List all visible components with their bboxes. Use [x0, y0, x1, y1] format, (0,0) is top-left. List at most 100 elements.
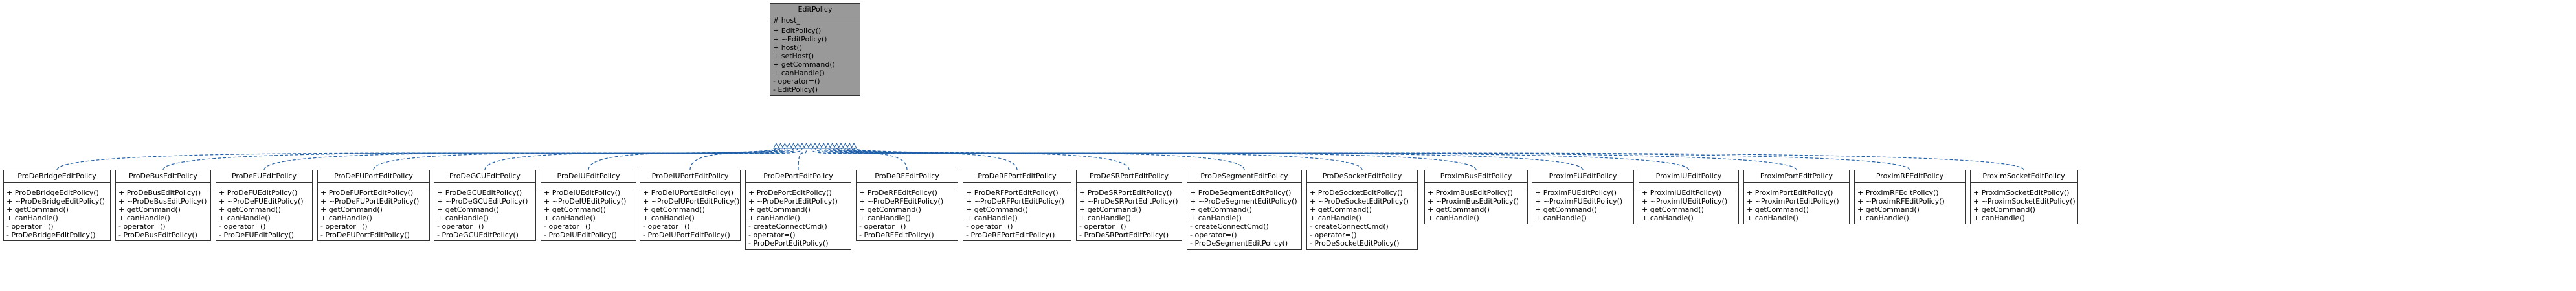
inheritance-arrowhead	[833, 142, 840, 149]
operation: + getCommand()	[544, 205, 606, 214]
operation: + canHandle()	[1857, 214, 1909, 222]
class-title: ProximBusEditPolicy	[1425, 170, 1527, 183]
inheritance-arrowhead	[777, 142, 784, 149]
class-operations: + ProDeGCUEditPolicy()+ ~ProDeGCUEditPol…	[434, 187, 535, 240]
class-attributes	[1532, 183, 1633, 187]
class-title: ProDeBridgeEditPolicy	[4, 170, 110, 183]
operation: + canHandle()	[859, 214, 911, 222]
operation: + ProDeFUEditPolicy()	[219, 189, 298, 197]
class-operations: + ProximSocketEditPolicy()+ ~ProximSocke…	[1971, 187, 2077, 224]
operation: + ProDeSocketEditPolicy()	[1310, 189, 1403, 197]
operation: + canHandle()	[437, 214, 489, 222]
class-attributes	[1744, 183, 1849, 187]
operation: - ProDeRFEditPolicy()	[859, 231, 934, 239]
class-box-prodeiueditpolicy: ProDeIUEditPolicy + ProDeIUEditPolicy()+ …	[541, 170, 636, 241]
class-attributes	[434, 183, 535, 187]
class-attributes	[640, 183, 740, 187]
inheritance-arrowhead	[820, 142, 827, 149]
operation: - operator=()	[437, 222, 484, 231]
class-attributes	[1077, 183, 1182, 187]
class-title: ProDePortEditPolicy	[746, 170, 851, 183]
operation: + getCommand()	[1642, 205, 1704, 214]
class-operations: + ProDeSegmentEditPolicy()+ ~ProDeSegmen…	[1187, 187, 1301, 249]
operation: + ProDeSegmentEditPolicy()	[1190, 189, 1292, 197]
class-attributes	[746, 183, 851, 187]
class-operations: + ProDeFUEditPolicy()+ ~ProDeFUEditPolic…	[216, 187, 312, 240]
operation: + ~ProximIUEditPolicy()	[1642, 197, 1728, 205]
class-attributes	[216, 183, 312, 187]
class-box-proderfeditpolicy: ProDeRFEditPolicy+ ProDeRFEditPolicy()+ …	[856, 170, 958, 241]
operation: + ~ProDeRFPortEditPolicy()	[966, 197, 1064, 205]
operation: - ProDeRFPortEditPolicy()	[966, 231, 1055, 239]
operation: + ProDeRFEditPolicy()	[859, 189, 937, 197]
operation: + getCommand()	[320, 205, 383, 214]
class-operations: + ProximRFEditPolicy()+ ~ProximRFEditPol…	[1855, 187, 1965, 224]
class-attributes	[1187, 183, 1301, 187]
operation: + ProDeRFPortEditPolicy()	[966, 189, 1058, 197]
operation: - ProDeFUEditPolicy()	[219, 231, 295, 239]
inheritance-arrowhead	[851, 142, 857, 149]
class-title: EditPolicy	[770, 4, 860, 16]
operation: + ProximFUEditPolicy()	[1535, 189, 1617, 197]
class-box-proximiueditpolicy: ProximIUEditPolicy+ ProximIUEditPolicy()…	[1639, 170, 1739, 224]
class-box-prodesegmenteditpolicy: ProDeSegmentEditPolicy+ ProDeSegmentEdit…	[1187, 170, 1302, 250]
attribute: # host_	[773, 16, 800, 25]
inheritance-arrowhead	[773, 142, 779, 149]
operation: + ~ProDeFUEditPolicy()	[219, 197, 304, 205]
operation: - operator=()	[320, 222, 368, 231]
operation: + ~ProDeBridgeEditPolicy()	[6, 197, 106, 205]
operation: + host()	[773, 43, 803, 52]
inheritance-arrowhead	[786, 142, 792, 149]
inheritance-edge	[56, 148, 777, 170]
inheritance-edge	[588, 148, 798, 170]
operation: + getCommand()	[118, 205, 181, 214]
operation: + getCommand()	[1857, 205, 1920, 214]
inheritance-arrowhead	[825, 142, 831, 149]
class-operations: + ProximBusEditPolicy()+ ~ProximBusEditP…	[1425, 187, 1527, 224]
operation: - ProDeFUPortEditPolicy()	[320, 231, 410, 239]
operation: - ProDePortEditPolicy()	[748, 239, 829, 248]
operation: + getCommand()	[1973, 205, 2035, 214]
operation: + ~ProximSocketEditPolicy()	[1973, 197, 2076, 205]
class-title: ProximSocketEditPolicy	[1971, 170, 2077, 183]
inheritance-arrowhead	[807, 142, 814, 149]
class-attributes	[116, 183, 210, 187]
inheritance-edge	[263, 148, 785, 170]
operation: + canHandle()	[1642, 214, 1694, 222]
inheritance-arrowhead	[794, 142, 801, 149]
operation: + setHost()	[773, 52, 814, 60]
operation: + canHandle()	[773, 69, 825, 77]
inheritance-edge	[840, 148, 1690, 170]
class-operations: + ProDeIUEditPolicy()+ ~ProDeIUEditPolic…	[541, 187, 636, 240]
inheritance-edge	[689, 148, 803, 170]
operation: - ProDeBridgeEditPolicy()	[6, 231, 96, 239]
operation: + getCommand()	[1190, 205, 1252, 214]
operation: - operator=()	[748, 231, 796, 239]
class-operations: + ProDeIUPortEditPolicy()+ ~ProDeIUPortE…	[640, 187, 740, 240]
operation: + canHandle()	[1747, 214, 1798, 222]
inheritance-edge	[849, 148, 1910, 170]
inheritance-edge	[484, 148, 794, 170]
operation: - operator=()	[219, 222, 266, 231]
class-box-proximsocketeditpolicy: ProximSocketEditPolicy + ProximSocketEdit…	[1970, 170, 2078, 224]
class-operations: + ProDeBusEditPolicy()+ ~ProDeBusEditPol…	[116, 187, 210, 240]
class-operations: + ProDeRFPortEditPolicy()+ ~ProDeRFPortE…	[963, 187, 1071, 240]
class-title: ProDeIUEditPolicy	[541, 170, 636, 183]
operation: + getCommand()	[748, 205, 811, 214]
inheritance-edge	[798, 148, 807, 170]
operation: + getCommand()	[643, 205, 705, 214]
class-operations: + ProximPortEditPolicy()+ ~ProximPortEdi…	[1744, 187, 1849, 224]
inheritance-arrowhead	[829, 142, 836, 149]
class-attributes	[1855, 183, 1965, 187]
operation: - operator=()	[859, 222, 906, 231]
operation: + getCommand()	[1079, 205, 1141, 214]
operation: + ~ProDeFUPortEditPolicy()	[320, 197, 420, 205]
class-box-prodebuseditpolicy: ProDeBusEditPolicy+ ProDeBusEditPolicy()…	[115, 170, 211, 241]
class-box-proximbuseditpolicy: ProximBusEditPolicy + ProximBusEditPolicy…	[1424, 170, 1528, 224]
class-title: ProDeFUEditPolicy	[216, 170, 312, 183]
class-box-editpolicy: EditPolicy # host_ + EditPolicy() + ~Edi…	[770, 3, 860, 96]
inheritance-arrowhead	[816, 142, 823, 149]
inheritance-arrowhead	[803, 142, 810, 149]
operation: + ~ProDeIUEditPolicy()	[544, 197, 627, 205]
operation: - EditPolicy()	[773, 86, 818, 94]
